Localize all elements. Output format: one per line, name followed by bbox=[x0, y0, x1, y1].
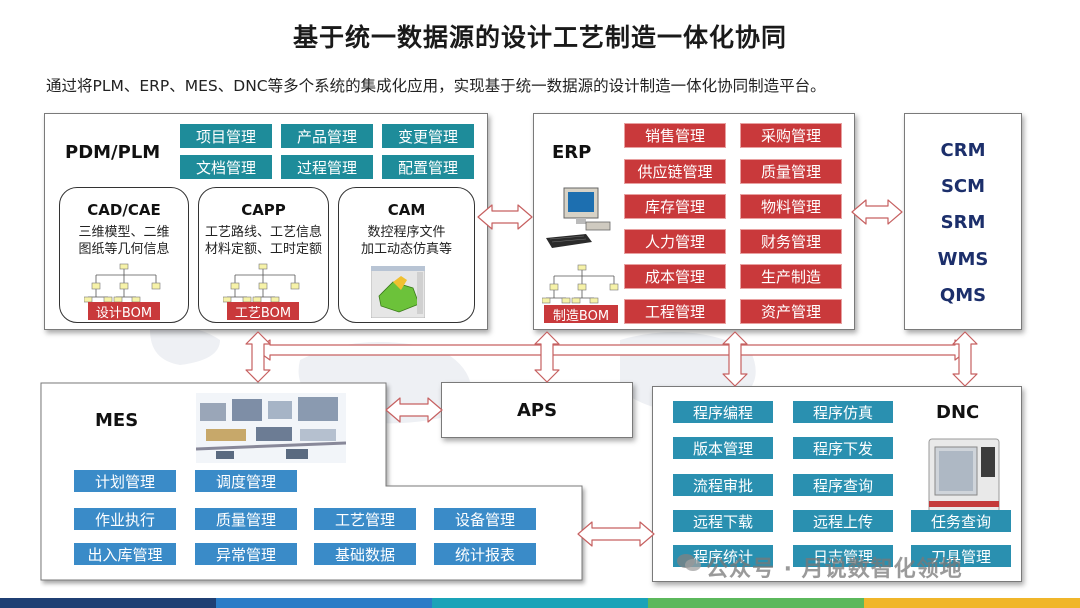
aps-title: APS bbox=[516, 400, 558, 421]
plm-chip: 产品管理 bbox=[281, 124, 373, 148]
design-bom-label: 设计BOM bbox=[88, 302, 160, 321]
cam-desc-line1: 数控程序文件 bbox=[367, 225, 446, 240]
dnc-chip: 版本管理 bbox=[673, 437, 773, 459]
erp-chip: 采购管理 bbox=[740, 123, 842, 148]
erp-chip: 质量管理 bbox=[740, 159, 842, 184]
dnc-title: DNC bbox=[936, 402, 980, 423]
page-title: 基于统一数据源的设计工艺制造一体化协同 bbox=[292, 23, 787, 52]
mes-panel-frame bbox=[40, 382, 583, 581]
mes-chip: 计划管理 bbox=[74, 470, 176, 492]
mes-chip: 设备管理 bbox=[434, 508, 536, 530]
cad-cae-box: CAD/CAE 三维模型、二维 图纸等几何信息 设计BOM bbox=[59, 187, 189, 323]
erp-chip: 库存管理 bbox=[624, 194, 726, 219]
cam-title: CAM bbox=[387, 201, 426, 219]
bottom-strip bbox=[0, 598, 1080, 608]
mes-chip: 异常管理 bbox=[195, 543, 297, 565]
bom-tree-diagram bbox=[223, 263, 300, 303]
cad-cae-desc-line1: 三维模型、二维 bbox=[78, 225, 170, 240]
factory-line-illustration bbox=[196, 393, 346, 463]
erp-chip: 生产制造 bbox=[740, 264, 842, 289]
cam-desc-line2: 加工动态仿真等 bbox=[360, 242, 452, 257]
capp-box: CAPP 工艺路线、工艺信息 材料定额、工时定额 工艺BOM bbox=[198, 187, 329, 323]
dnc-chip: 流程审批 bbox=[673, 474, 773, 496]
srm-label: SRM bbox=[940, 212, 986, 233]
erp-panel: ERP 制造BOM 销售管理 采购管理 供应链管理 质量管理 库存管理 物料管理… bbox=[533, 113, 855, 330]
erp-chip: 资产管理 bbox=[740, 299, 842, 324]
erp-crm-arrow bbox=[851, 199, 903, 225]
erp-chip: 物料管理 bbox=[740, 194, 842, 219]
plm-panel: PDM/PLM 项目管理 产品管理 变更管理 文档管理 过程管理 配置管理 CA… bbox=[44, 113, 488, 330]
plm-chip: 配置管理 bbox=[382, 155, 474, 179]
cnc-machine-image bbox=[928, 438, 1000, 520]
wechat-icon bbox=[677, 554, 701, 571]
plm-vertical-arrow bbox=[245, 331, 271, 383]
mes-chip: 作业执行 bbox=[74, 508, 176, 530]
erp-vertical-arrow-2 bbox=[722, 331, 748, 387]
cam-box: CAM 数控程序文件 加工动态仿真等 bbox=[338, 187, 475, 323]
computer-icon bbox=[546, 187, 611, 248]
capp-desc-line2: 材料定额、工时定额 bbox=[204, 242, 322, 257]
dnc-chip: 程序编程 bbox=[673, 401, 773, 423]
qms-label: QMS bbox=[939, 285, 987, 306]
mes-chip: 出入库管理 bbox=[74, 543, 176, 565]
capp-desc-line1: 工艺路线、工艺信息 bbox=[204, 225, 322, 240]
mes-chip: 调度管理 bbox=[195, 470, 297, 492]
plm-title: PDM/PLM bbox=[65, 142, 161, 163]
wms-label: WMS bbox=[937, 249, 989, 270]
dnc-chip: 远程上传 bbox=[793, 510, 893, 532]
plm-erp-arrow bbox=[477, 204, 533, 230]
cad-cae-title: CAD/CAE bbox=[87, 201, 161, 219]
crm-label: CRM bbox=[940, 140, 986, 161]
dnc-chip: 刀具管理 bbox=[911, 545, 1011, 567]
bom-tree-diagram bbox=[84, 263, 161, 303]
mes-chip: 基础数据 bbox=[314, 543, 416, 565]
dnc-chip: 程序下发 bbox=[793, 437, 893, 459]
dnc-chip: 程序仿真 bbox=[793, 401, 893, 423]
cam-simulation-image bbox=[371, 266, 425, 318]
erp-vertical-arrow-1 bbox=[534, 331, 560, 383]
cad-cae-desc-line2: 图纸等几何信息 bbox=[78, 242, 170, 257]
erp-chip: 财务管理 bbox=[740, 229, 842, 254]
erp-chip: 工程管理 bbox=[624, 299, 726, 324]
erp-chip: 成本管理 bbox=[624, 264, 726, 289]
mes-chip: 质量管理 bbox=[195, 508, 297, 530]
dnc-chip: 程序查询 bbox=[793, 474, 893, 496]
plm-chip: 项目管理 bbox=[180, 124, 272, 148]
scm-label: SCM bbox=[940, 176, 986, 197]
bom-tree-diagram bbox=[542, 264, 619, 304]
dnc-panel: DNC 程序编程 程序仿真 版本管理 程序下发 流程审批 程序查询 远程下载 远… bbox=[652, 386, 1022, 582]
mes-dnc-arrow bbox=[577, 521, 655, 547]
mes-chip: 工艺管理 bbox=[314, 508, 416, 530]
crm-vertical-arrow bbox=[952, 331, 978, 387]
erp-chip: 人力管理 bbox=[624, 229, 726, 254]
process-bom-label: 工艺BOM bbox=[227, 302, 299, 321]
plm-chip: 变更管理 bbox=[382, 124, 474, 148]
mes-chip: 统计报表 bbox=[434, 543, 536, 565]
crm-scm-panel: CRM SCM SRM WMS QMS bbox=[904, 113, 1022, 330]
plm-chip: 文档管理 bbox=[180, 155, 272, 179]
bus-arrow bbox=[255, 339, 969, 361]
watermark: 公众号 · 月说数智化领地 bbox=[706, 557, 963, 582]
mes-aps-arrow bbox=[385, 397, 443, 423]
erp-chip: 销售管理 bbox=[624, 123, 726, 148]
erp-chip: 供应链管理 bbox=[624, 159, 726, 184]
plm-chip: 过程管理 bbox=[281, 155, 373, 179]
manufacturing-bom-label: 制造BOM bbox=[544, 305, 618, 324]
page-subtitle: 通过将PLM、ERP、MES、DNC等多个系统的集成化应用，实现基于统一数据源的… bbox=[46, 77, 826, 95]
erp-title: ERP bbox=[552, 142, 592, 163]
capp-title: CAPP bbox=[241, 201, 286, 219]
dnc-chip: 远程下载 bbox=[673, 510, 773, 532]
mes-title: MES bbox=[95, 410, 139, 431]
dnc-chip: 日志管理 bbox=[793, 545, 893, 567]
aps-panel: APS bbox=[441, 382, 633, 438]
dnc-chip: 任务查询 bbox=[911, 510, 1011, 532]
